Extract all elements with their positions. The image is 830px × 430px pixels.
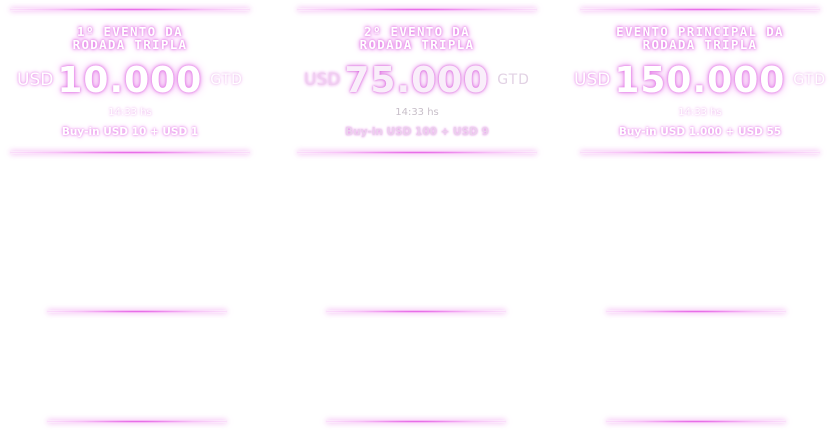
slot-divider [606,310,786,313]
slot-divider [326,420,506,423]
prize-currency: USD [17,70,54,90]
slot-divider [47,310,227,313]
card-bottom-divider [580,151,820,154]
prize-currency: USD [304,70,341,90]
tournament-card[interactable]: EVENTO PRINCIPAL DA RODADA TRIPLA USD 15… [570,0,830,160]
slot-divider [606,420,786,423]
prize-amount: 75.000 [344,59,490,101]
tournament-card[interactable]: 1º EVENTO DA RODADA TRIPLA USD 10.000 GT… [0,0,260,160]
event-time: 14:33 hs [678,107,722,118]
event-title: 2º EVENTO DA RODADA TRIPLA [359,24,475,52]
prize-guarantee: GTD [793,72,826,88]
prize-guarantee: GTD [210,72,243,88]
card-bottom-divider [297,151,537,154]
card-top-divider [297,8,537,11]
prize-row: USD 10.000 GTD [17,58,243,102]
slot-divider [326,310,506,313]
event-buyin: Buy-in USD 10 + USD 1 [61,126,199,138]
prize-amount: 150.000 [614,59,786,101]
card-top-divider [10,8,250,11]
card-bottom-divider [10,151,250,154]
event-title: EVENTO PRINCIPAL DA RODADA TRIPLA [616,24,784,52]
card-top-divider [580,8,820,11]
prize-row: USD 75.000 GTD [304,58,530,102]
event-buyin: Buy-in USD 100 + USD 9 [345,126,489,138]
event-title: 1º EVENTO DA RODADA TRIPLA [72,24,188,52]
tournament-card[interactable]: 2º EVENTO DA RODADA TRIPLA USD 75.000 GT… [287,0,547,160]
prize-row: USD 150.000 GTD [574,58,826,102]
prize-guarantee: GTD [497,72,530,88]
prize-currency: USD [574,70,611,90]
event-time: 14:33 hs [108,107,152,118]
event-time: 14:33 hs [395,107,439,118]
prize-amount: 10.000 [57,59,203,101]
event-buyin: Buy-in USD 1.000 + USD 55 [618,126,782,138]
slot-divider [47,420,227,423]
